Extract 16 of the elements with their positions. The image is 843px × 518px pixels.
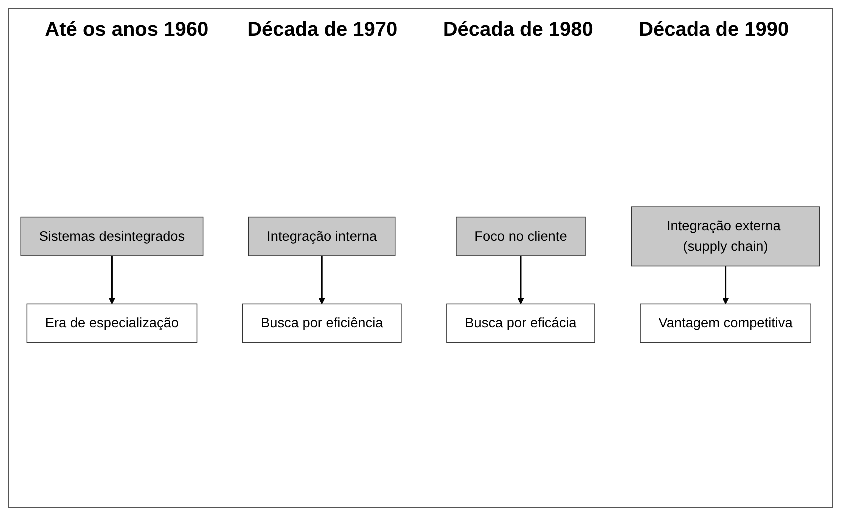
arrow xyxy=(108,256,116,304)
arrow xyxy=(518,256,524,304)
arrow xyxy=(318,256,326,304)
node-box: Busca por eficiência xyxy=(242,303,402,343)
node-box: Sistemas desintegrados xyxy=(20,216,204,256)
period-heading: Década de 1970 xyxy=(246,19,399,42)
node-box: Busca por eficácia xyxy=(446,303,596,343)
period-heading: Década de 1980 xyxy=(442,19,594,42)
node-box: Era de especialização xyxy=(26,303,198,343)
period-heading: Até os anos 1960 xyxy=(44,19,210,42)
node-box: Integração interna xyxy=(248,216,396,256)
period-heading: Década de 1990 xyxy=(638,19,790,42)
arrow xyxy=(722,266,730,304)
node-box: Integração externa (supply chain) xyxy=(631,206,820,266)
node-box: Foco no cliente xyxy=(456,216,586,256)
node-box: Vantagem competitiva xyxy=(640,303,812,343)
